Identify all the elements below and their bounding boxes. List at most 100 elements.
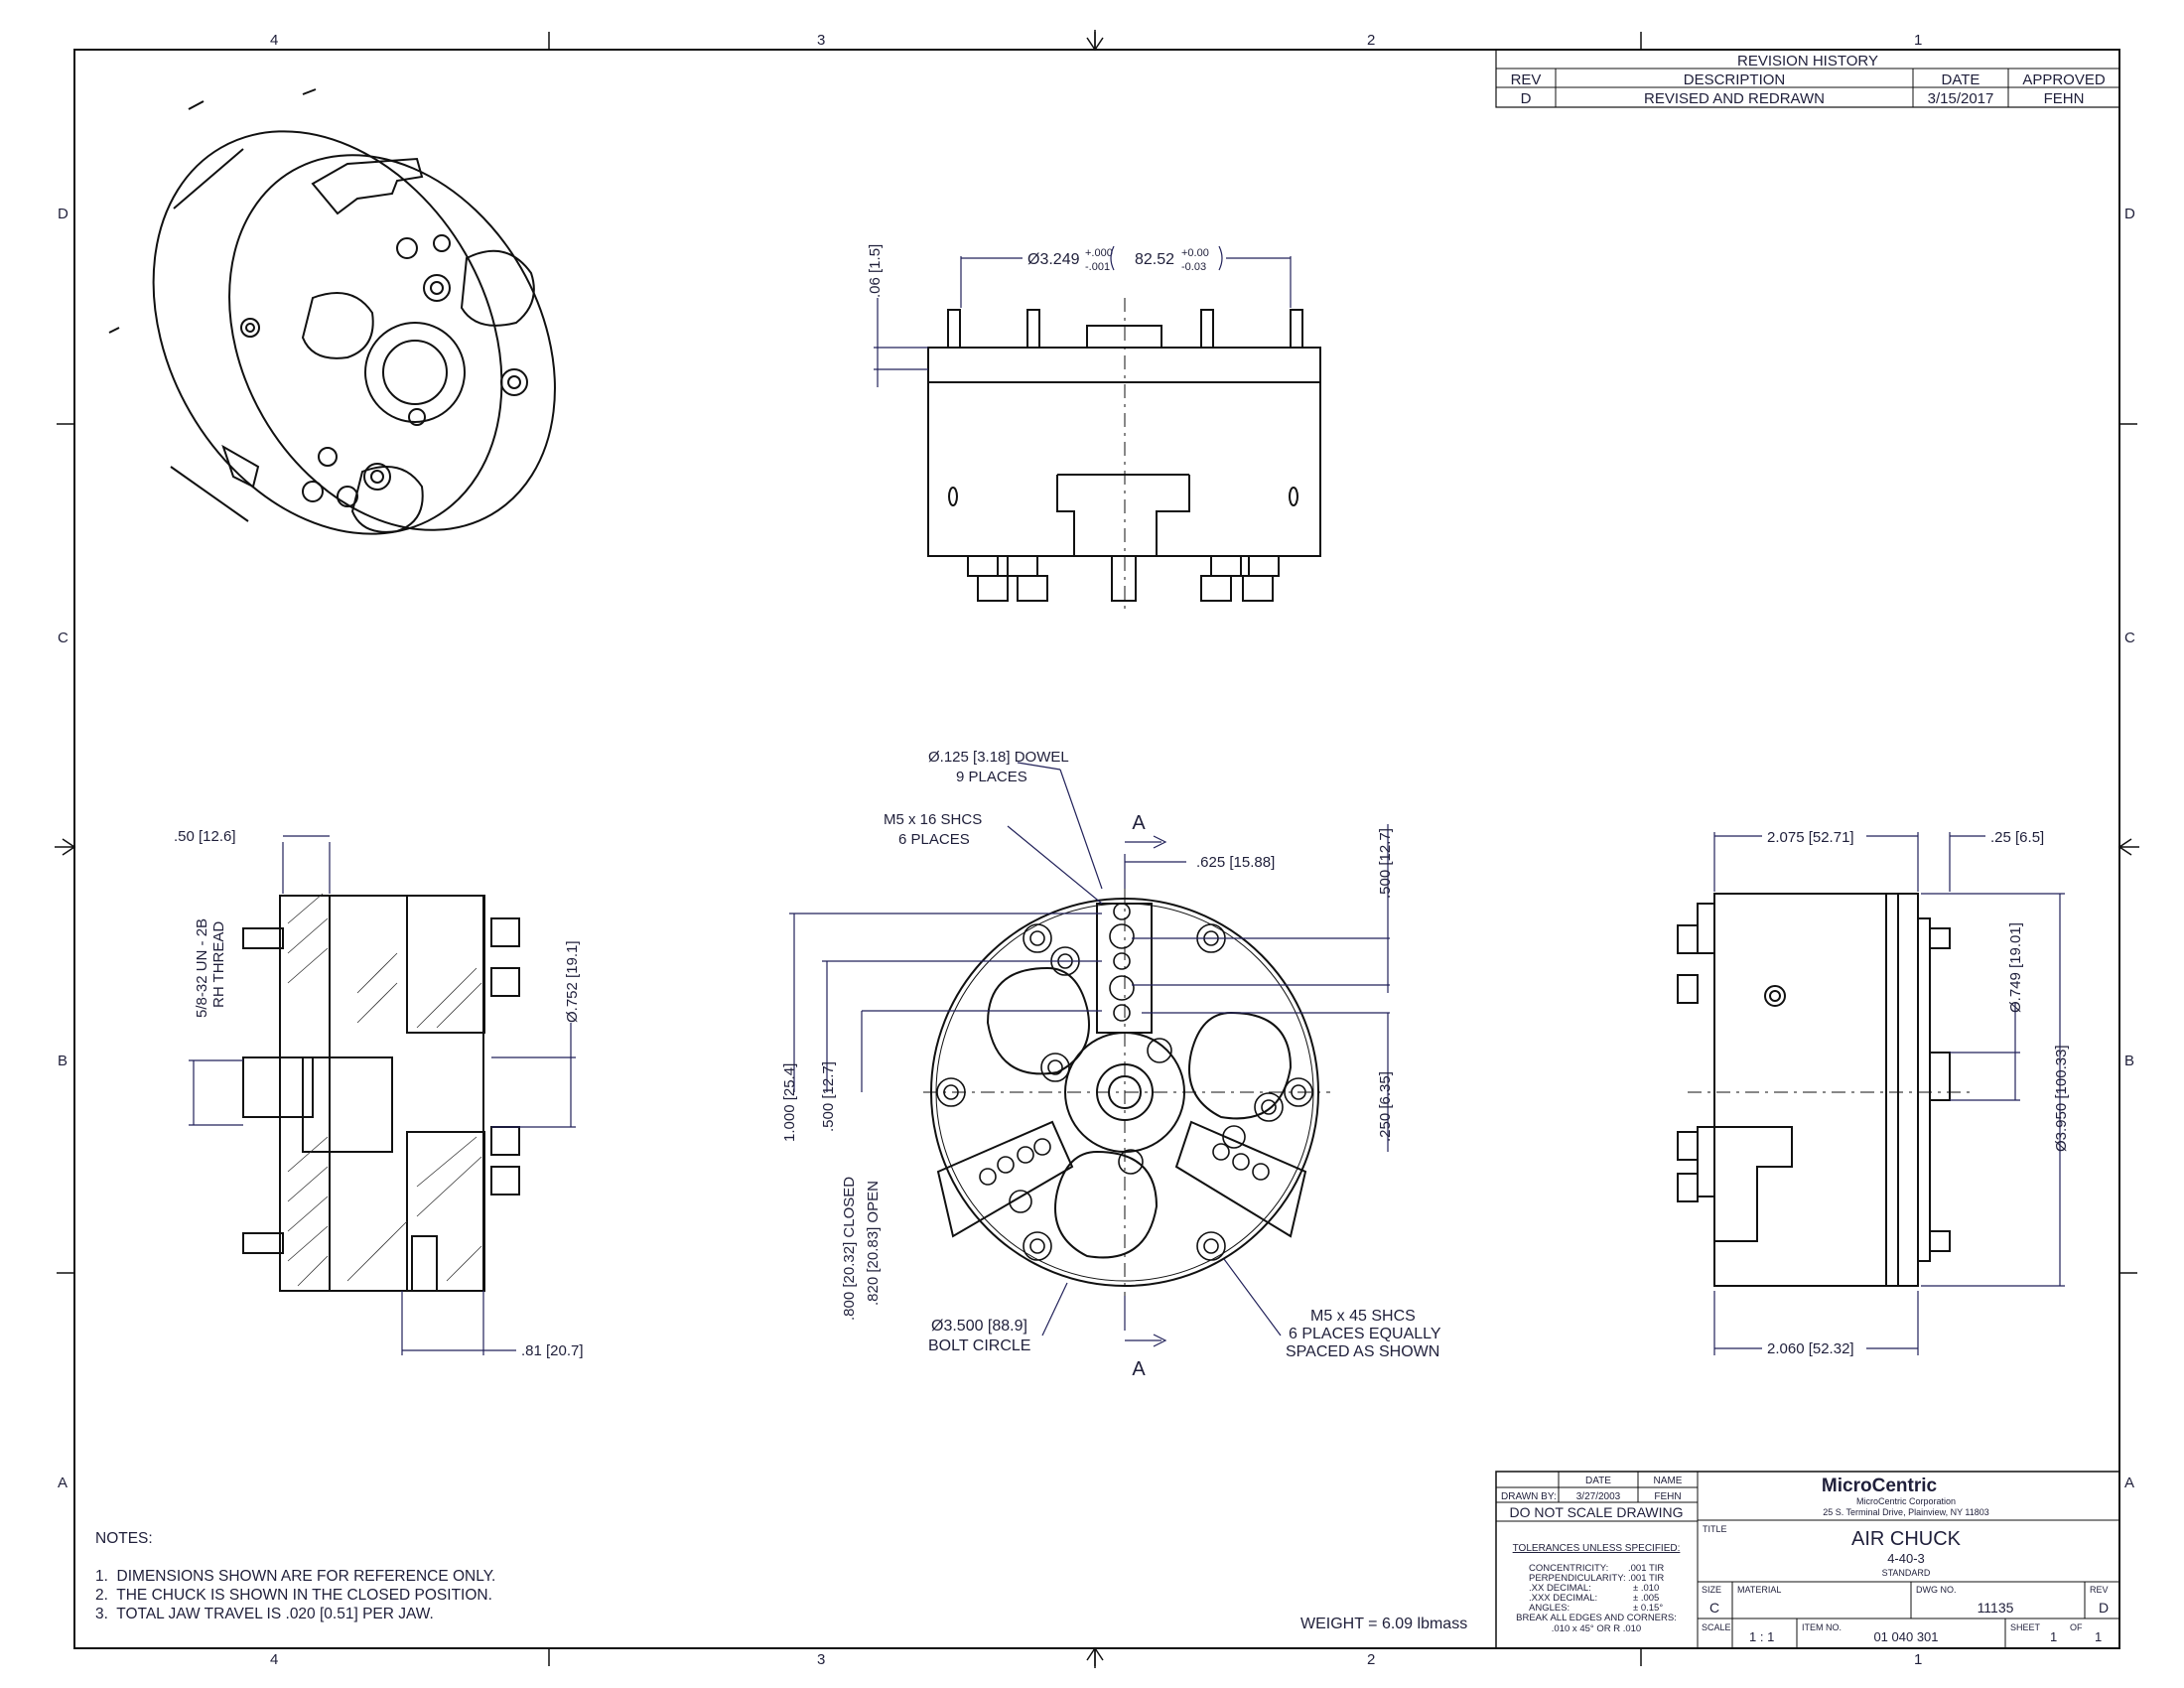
drawing-subtitle2: STANDARD: [1882, 1568, 1931, 1578]
tol-perpendicularity-val: .001 TIR: [1628, 1573, 1664, 1584]
tb-date-hdr: DATE: [1585, 1476, 1611, 1486]
section-a-bottom: A: [1132, 1358, 1146, 1380]
tb-name-hdr: NAME: [1654, 1476, 1683, 1486]
rev-value: D: [2099, 1600, 2109, 1616]
tol-xxx: .XXX DECIMAL:: [1529, 1593, 1597, 1604]
top-view: [927, 298, 1321, 611]
tol-angles: ANGLES:: [1529, 1603, 1570, 1614]
item-label: ITEM NO.: [1802, 1622, 1842, 1632]
shcs45-line2: 6 PLACES EQUALLY: [1289, 1326, 1441, 1342]
front-view-dims: A A .625 [15.88] Ø.125 [3.18] DOWEL 9 PL…: [781, 749, 1441, 1380]
section-view-dims: .50 [12.6] 5/8-32 UN - 2B RH THREAD Ø.75…: [174, 828, 584, 1359]
shcs45-line1: M5 x 45 SHCS: [1310, 1308, 1416, 1325]
break-edges-2: .010 x 45° OR R .010: [1552, 1623, 1641, 1634]
zone-left-c: C: [58, 630, 68, 646]
v-500-top: .500 [12.7]: [1377, 828, 1394, 899]
tolerances-header: TOLERANCES UNLESS SPECIFIED:: [1513, 1543, 1681, 1554]
top-view-dims: Ø3.249 +.000 -.001 82.52 +0.00 -0.03 .06…: [867, 244, 1292, 387]
sheets-value: 1: [2095, 1629, 2102, 1644]
date-cell: 3/15/2017: [1928, 90, 1994, 107]
left-81: .81 [20.7]: [521, 1342, 584, 1359]
top-dia: Ø3.249: [1027, 251, 1080, 268]
zone-top-1: 1: [1914, 32, 1922, 49]
zone-right-d: D: [2124, 206, 2135, 222]
approved-cell: FEHN: [2044, 90, 2085, 107]
scale-label: SCALE: [1702, 1622, 1731, 1632]
date-header: DATE: [1942, 71, 1980, 88]
right-3950: Ø3.950 [100.33]: [2053, 1045, 2070, 1152]
size-value: C: [1709, 1600, 1719, 1616]
scale-value: 1 : 1: [1749, 1629, 1774, 1644]
tol-perpendicularity: PERPENDICULARITY:: [1529, 1573, 1626, 1584]
front-view: [923, 889, 1330, 1296]
zone-right-b: B: [2124, 1053, 2134, 1069]
zone-left-b: B: [58, 1053, 68, 1069]
section-a-top: A: [1132, 812, 1146, 834]
drawing-subtitle: 4-40-3: [1887, 1551, 1925, 1566]
sheet-border: [73, 49, 2120, 1649]
top-dia-tol-plus: +.000: [1085, 247, 1113, 259]
rev-label: REV: [2090, 1585, 2109, 1595]
company-full: MicroCentric Corporation: [1856, 1496, 1956, 1506]
tol-concentricity: CONCENTRICITY:: [1529, 1563, 1608, 1574]
company-logo-text: MicroCentric: [1822, 1476, 1938, 1496]
rev-header: REV: [1511, 71, 1542, 88]
note-1: 1. DIMENSIONS SHOWN ARE FOR REFERENCE ON…: [95, 1568, 496, 1585]
zone-top-2: 2: [1367, 32, 1375, 49]
zone-bottom-2: 2: [1367, 1651, 1375, 1668]
shcs45-line3: SPACED AS SHOWN: [1286, 1343, 1439, 1360]
open-dim: .820 [20.83] OPEN: [865, 1181, 882, 1306]
size-label: SIZE: [1702, 1585, 1721, 1595]
v-1000: 1.000 [25.4]: [781, 1063, 798, 1142]
dwg-number: 11135: [1978, 1600, 2014, 1616]
zone-labels: 4 3 2 1 4 3 2 1 D C B A D C B A: [58, 32, 2135, 1668]
zone-left-a: A: [58, 1475, 68, 1491]
top-dia-mm: 82.52: [1135, 251, 1174, 268]
revision-table: REVISION HISTORY REV DESCRIPTION DATE AP…: [1495, 49, 2120, 108]
closed-dim: .800 [20.32] CLOSED: [841, 1177, 858, 1321]
zone-left-d: D: [58, 206, 68, 222]
dwg-label: DWG NO.: [1916, 1585, 1957, 1595]
top-dia-tol-minus: -.001: [1085, 261, 1110, 273]
tb-drawn-name: FEHN: [1654, 1491, 1681, 1502]
item-number: 01 040 301: [1873, 1629, 1938, 1644]
tol-xx: .XX DECIMAL:: [1529, 1583, 1591, 1594]
zone-bottom-1: 1: [1914, 1651, 1922, 1668]
right-25: .25 [6.5]: [1990, 829, 2044, 846]
tb-drawn-by: DRAWN BY:: [1501, 1491, 1557, 1502]
description-cell: REVISED AND REDRAWN: [1644, 90, 1825, 107]
v-500: .500 [12.7]: [820, 1061, 837, 1132]
break-edges-1: BREAK ALL EDGES AND CORNERS:: [1516, 1613, 1677, 1623]
title-block: DATE NAME DRAWN BY: 3/27/2003 FEHN DO NO…: [1495, 1471, 2120, 1649]
bolt-circle-line1: Ø3.500 [88.9]: [931, 1318, 1027, 1335]
thread-line2: RH THREAD: [210, 921, 227, 1008]
right-2075: 2.075 [52.71]: [1767, 829, 1854, 846]
zone-ticks: [57, 32, 2137, 1666]
top-height: .06 [1.5]: [867, 244, 884, 298]
note-3: 3. TOTAL JAW TRAVEL IS .020 [0.51] PER J…: [95, 1606, 434, 1622]
approved-header: APPROVED: [2022, 71, 2106, 88]
of-label: OF: [2070, 1622, 2083, 1632]
v-250: .250 [6.35]: [1377, 1071, 1394, 1142]
notes: NOTES: 1. DIMENSIONS SHOWN ARE FOR REFER…: [95, 1529, 495, 1623]
do-not-scale: DO NOT SCALE DRAWING: [1509, 1504, 1683, 1520]
zone-top-4: 4: [270, 32, 278, 49]
zone-right-c: C: [2124, 630, 2135, 646]
drawing-title: AIR CHUCK: [1851, 1528, 1962, 1550]
note-2: 2. THE CHUCK IS SHOWN IN THE CLOSED POSI…: [95, 1587, 492, 1604]
tb-drawn-date: 3/27/2003: [1576, 1491, 1621, 1502]
sheet-label: SHEET: [2010, 1622, 2041, 1632]
title-label: TITLE: [1703, 1524, 1727, 1534]
tol-concentricity-val: .001 TIR: [1628, 1563, 1664, 1574]
left-50: .50 [12.6]: [174, 828, 236, 845]
side-view-dims: 2.075 [52.71] .25 [6.5] Ø.749 [19.01] Ø3…: [1713, 829, 2070, 1357]
notes-heading: NOTES:: [95, 1530, 153, 1547]
rev-cell: D: [1521, 90, 1532, 107]
revision-title: REVISION HISTORY: [1737, 53, 1878, 70]
right-749: Ø.749 [19.01]: [2007, 922, 2024, 1013]
side-view: [1677, 893, 1971, 1287]
centering-arrows: [55, 30, 2139, 1668]
dowel-line2: 9 PLACES: [956, 769, 1027, 785]
dowel-line1: Ø.125 [3.18] DOWEL: [928, 749, 1069, 766]
